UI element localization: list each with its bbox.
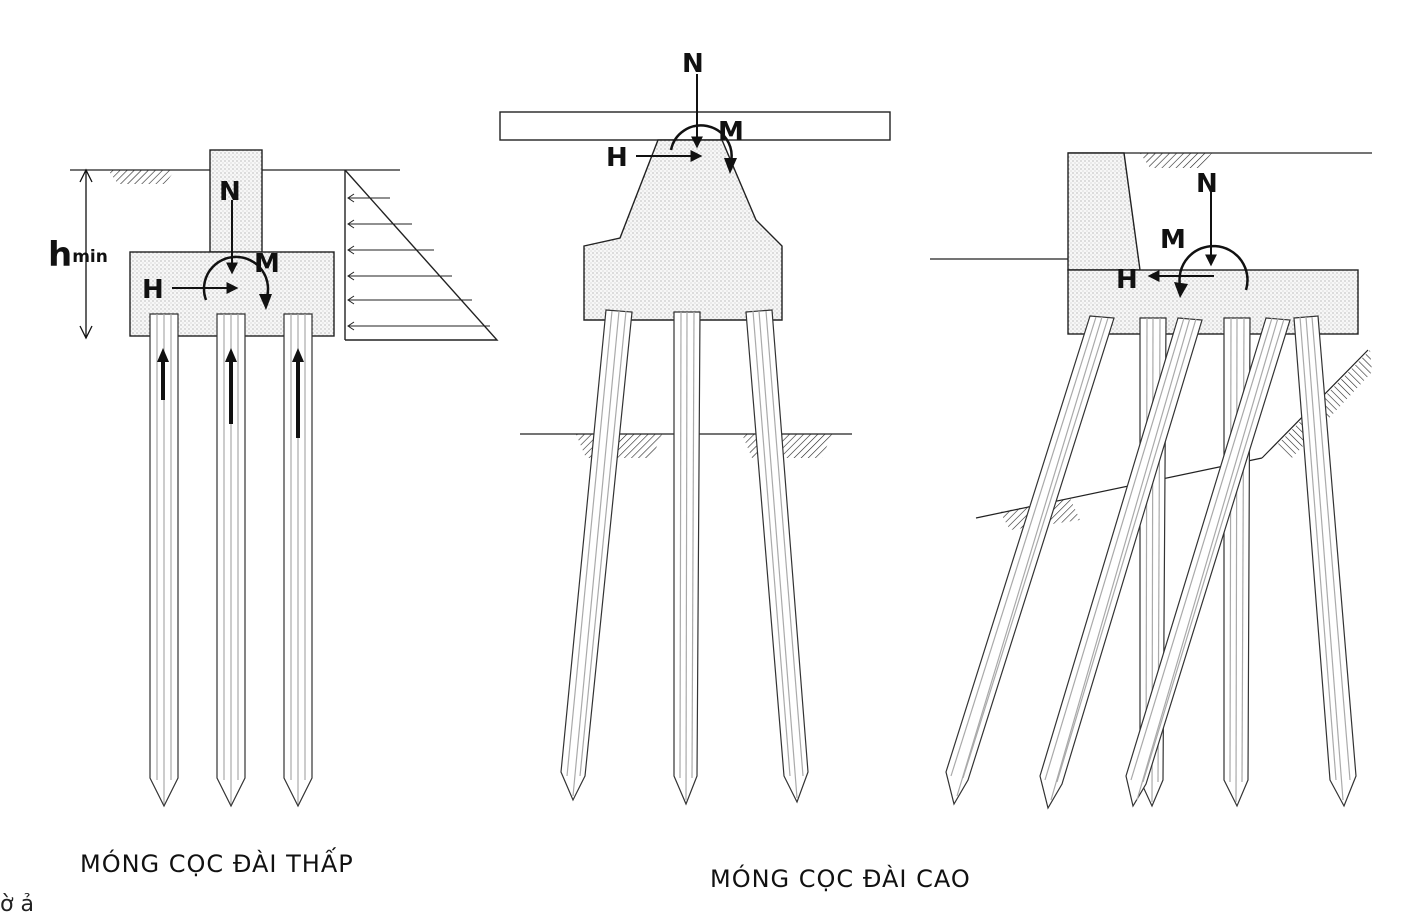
pier-middle [583, 139, 783, 321]
piles-middle [560, 309, 809, 806]
caption-high-cap: MÓNG CỌC ĐÀI CAO [710, 863, 971, 893]
soil-hatch-middle-right [742, 434, 832, 458]
moment-arc-middle [669, 124, 733, 163]
caption-low-cap: MÓNG CỌC ĐÀI THẤP [80, 846, 354, 878]
hmin-label: hmin [48, 235, 108, 275]
column-left [209, 149, 263, 253]
label-n-left: N [219, 177, 241, 207]
soil-hatch-left [108, 170, 175, 184]
piles-left [149, 313, 313, 808]
wharf-foundation: N H M [930, 152, 1372, 810]
high-cap-foundation: N H M MÓNG CỌC ĐÀI CAO [499, 49, 971, 893]
earth-pressure-arrows [347, 193, 490, 331]
label-h-left: H [142, 275, 164, 305]
label-m-right: M [1160, 225, 1186, 255]
earth-pressure-diagram [344, 169, 499, 341]
piles-right [945, 315, 1357, 810]
low-cap-foundation: hmin [48, 149, 499, 878]
label-n-middle: N [682, 49, 704, 79]
bottom-text-fragment: ờ ả [0, 892, 34, 917]
label-h-right: H [1116, 265, 1138, 295]
pile-reaction-arrows [157, 348, 304, 438]
quay-wall [1067, 152, 1141, 271]
label-n-right: N [1196, 169, 1218, 199]
label-m-left: M [254, 249, 280, 279]
moment-arc-right [1178, 244, 1249, 291]
soil-hatch-right-top [1140, 153, 1212, 168]
label-h-middle: H [606, 143, 628, 173]
moment-arc-left [202, 255, 270, 301]
label-m-middle: M [718, 117, 744, 147]
